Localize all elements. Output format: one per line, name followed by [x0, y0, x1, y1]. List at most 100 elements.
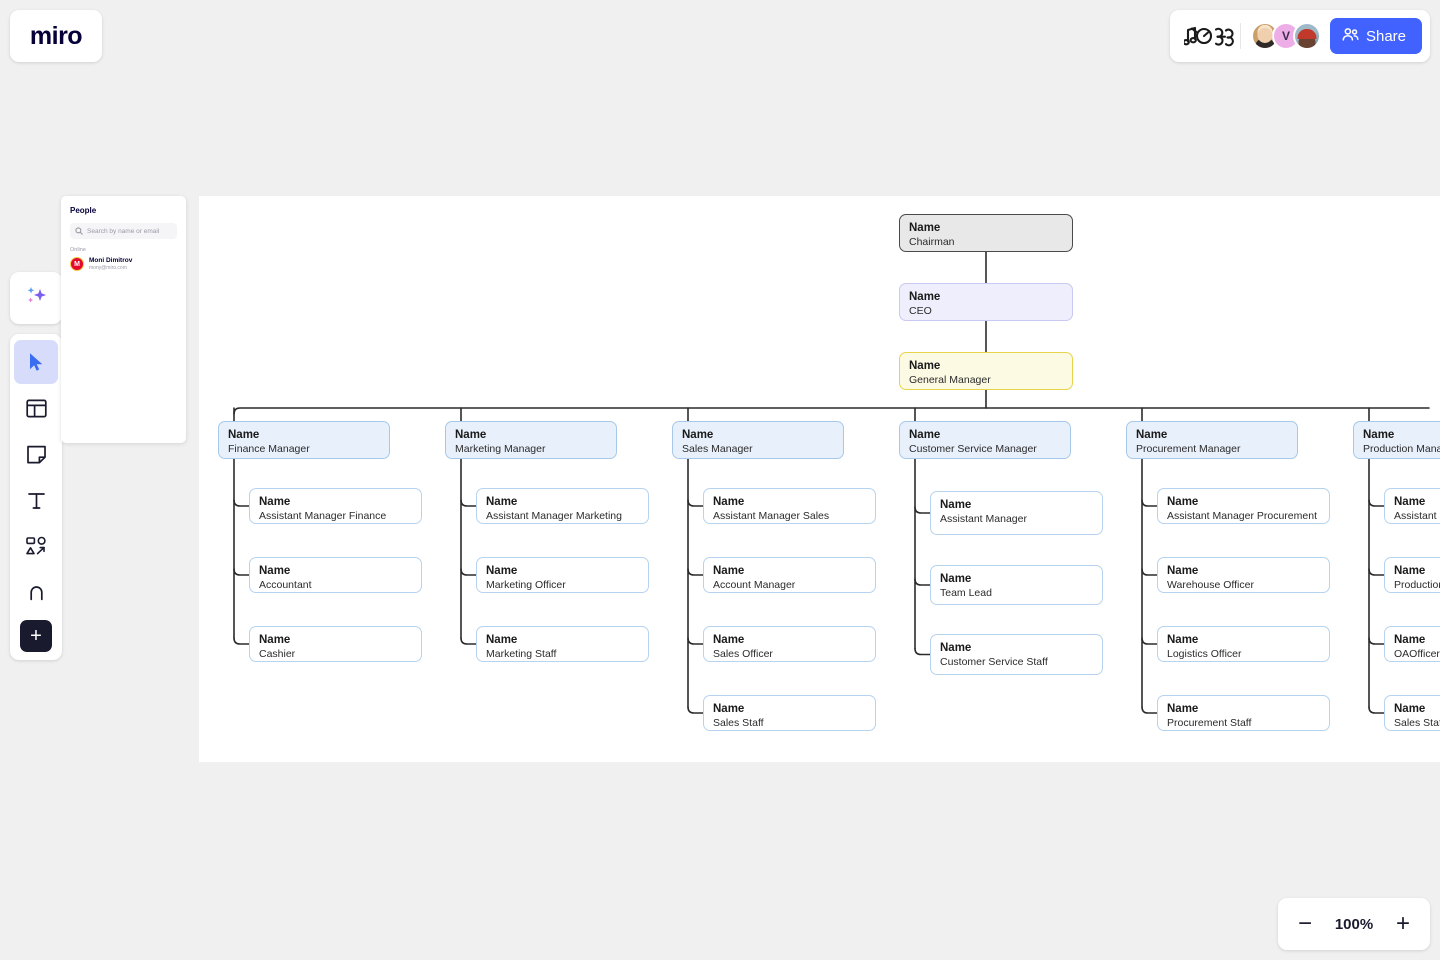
- avatar-photo-3[interactable]: [1292, 22, 1321, 50]
- zoom-in-button[interactable]: +: [1395, 910, 1410, 937]
- org-node-role: Chairman: [909, 236, 955, 249]
- org-node-role: Marketing Staff: [486, 648, 557, 661]
- org-node-role: Customer Service Staff: [940, 656, 1048, 669]
- org-node-role: Production Officer: [1394, 579, 1440, 592]
- pen-tool[interactable]: [14, 570, 58, 614]
- org-node-role: Team Lead: [940, 587, 992, 600]
- zoom-control: − 100% +: [1278, 898, 1430, 950]
- org-node-name: Name: [259, 496, 291, 508]
- miro-logo-card[interactable]: miro: [10, 10, 102, 62]
- org-node-role: Marketing Manager: [455, 443, 546, 456]
- person-avatar: M: [70, 257, 84, 272]
- people-panel-title: People: [70, 206, 97, 215]
- template-tool[interactable]: [14, 386, 58, 430]
- org-node-name: Name: [486, 496, 518, 508]
- org-node-name: Name: [713, 634, 745, 646]
- org-node-name: Name: [713, 703, 745, 715]
- org-node-name: Name: [1394, 565, 1426, 577]
- sticky-note-tool[interactable]: [14, 432, 58, 476]
- org-node-name: Name: [1136, 429, 1168, 441]
- org-node-role: Logistics Officer: [1167, 648, 1242, 661]
- people-search-input[interactable]: Search by name or email: [70, 223, 177, 239]
- org-node-role: Assistant Manager: [940, 513, 1027, 526]
- org-node-role: Sales Manager: [682, 443, 753, 456]
- org-node-name: Name: [1394, 703, 1426, 715]
- person-info: Moni Dimitrov mony@miro.com: [89, 257, 132, 271]
- share-button[interactable]: Share: [1329, 18, 1422, 54]
- org-node-role: Marketing Officer: [486, 579, 566, 592]
- org-node-role: OAOfficer: [1394, 648, 1440, 661]
- org-node-name: Name: [713, 496, 745, 508]
- org-node-role: CEO: [909, 305, 932, 318]
- zoom-level-value: 100%: [1334, 915, 1374, 933]
- org-node-role: Finance Manager: [228, 443, 310, 456]
- org-node-name: Name: [909, 291, 941, 303]
- search-icon: [75, 222, 83, 240]
- main-toolbar: +: [10, 334, 62, 660]
- org-node-role: Procurement Staff: [1167, 717, 1252, 730]
- collaborator-avatars: V: [1250, 22, 1321, 50]
- shapes-tool[interactable]: [14, 524, 58, 568]
- person-email: mony@miro.com: [89, 265, 127, 272]
- org-node-role: Assistant Manager Marketing: [486, 510, 622, 523]
- org-node-role: Account Manager: [713, 579, 796, 592]
- person-list-item[interactable]: M Moni Dimitrov mony@miro.com: [70, 257, 177, 272]
- org-node-role: Accountant: [259, 579, 312, 592]
- org-node-name: Name: [940, 499, 972, 511]
- org-node-name: Name: [1167, 634, 1199, 646]
- org-node-name: Name: [909, 222, 941, 234]
- people-online-label: Online: [70, 247, 86, 253]
- org-node-name: Name: [940, 642, 972, 654]
- select-tool[interactable]: [14, 340, 58, 384]
- org-node-role: Assistant Manager Finance: [259, 510, 387, 523]
- person-name: Moni Dimitrov: [89, 257, 133, 264]
- ai-sparkle-tool[interactable]: [10, 272, 62, 324]
- music-note-icon[interactable]: [1183, 22, 1234, 50]
- org-node-name: Name: [1394, 634, 1426, 646]
- org-node-name: Name: [486, 565, 518, 577]
- people-search-placeholder: Search by name or email: [87, 227, 160, 235]
- org-node-role: Assistant Manager Procurement: [1167, 510, 1317, 523]
- org-node-name: Name: [455, 429, 487, 441]
- org-node-role: Warehouse Officer: [1167, 579, 1254, 592]
- more-apps-tool[interactable]: +: [20, 620, 52, 652]
- org-node-name: Name: [909, 360, 941, 372]
- text-tool[interactable]: [14, 478, 58, 522]
- org-chart-connectors: [233, 251, 1430, 714]
- zoom-out-button[interactable]: −: [1298, 910, 1313, 937]
- org-node-role: Assistant Manager Production: [1394, 510, 1440, 523]
- org-node-name: Name: [1167, 496, 1199, 508]
- org-node-role: Sales Staff: [1394, 717, 1440, 730]
